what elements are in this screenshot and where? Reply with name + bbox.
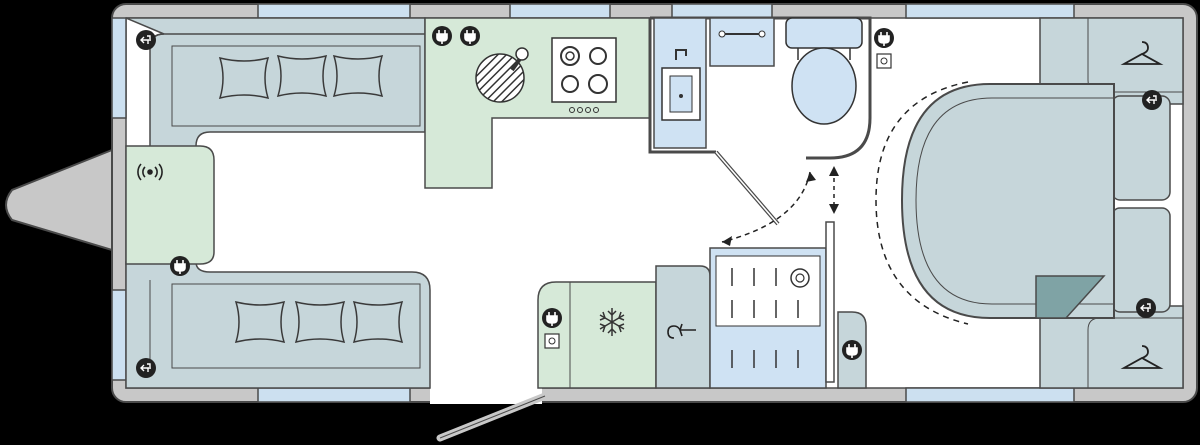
front-lounge [125, 17, 431, 389]
bed-fold-corner [1035, 275, 1106, 319]
toilet-icon [785, 17, 863, 125]
kitchen [424, 17, 651, 189]
fridge-snowflake-icon [599, 308, 625, 336]
wardrobe-centre [655, 265, 711, 389]
lower-units [537, 221, 867, 389]
window [257, 3, 411, 19]
island-bed [900, 83, 1115, 319]
wardrobe-hanger-icon [667, 323, 696, 339]
wardrobe-right-top [1039, 17, 1184, 105]
mains-socket-icon [169, 255, 191, 277]
front-chest [125, 145, 215, 265]
cushion-icon [333, 55, 383, 97]
window [111, 17, 127, 119]
bedside-cabinet [1111, 95, 1171, 201]
bedside-cabinet [1111, 207, 1171, 313]
mains-socket-icon [459, 25, 481, 47]
shower-door[interactable] [825, 221, 835, 383]
round-sink-icon [475, 53, 525, 103]
washroom [648, 16, 895, 246]
door-swing-arrow-icon [721, 171, 811, 243]
tv-aerial-icon [137, 163, 163, 181]
window [257, 387, 411, 403]
heater-control-icon [876, 53, 892, 69]
hob-icon [551, 37, 617, 113]
upper-sofa [125, 17, 426, 149]
island-bed-area [875, 17, 1184, 389]
cushion-icon [235, 301, 285, 343]
entrance-door-gap [430, 386, 542, 404]
mains-socket-icon [873, 27, 895, 49]
cushion-icon [353, 301, 403, 343]
a-frame-hitch [5, 148, 113, 252]
window [905, 387, 1075, 403]
usb-socket-icon [135, 357, 157, 379]
cushion-icon [295, 301, 345, 343]
usb-socket-icon [1141, 89, 1163, 111]
heater-control-icon [544, 333, 560, 349]
window [671, 3, 773, 19]
windows-top [111, 3, 1075, 381]
usb-socket-icon [135, 29, 157, 51]
window [905, 3, 1075, 19]
window [509, 3, 611, 19]
cushion-icon [277, 55, 327, 97]
window [111, 289, 127, 381]
cushion-icon [219, 57, 269, 99]
windows-bottom [257, 387, 1075, 403]
shower-step [715, 255, 821, 327]
mains-socket-icon [431, 25, 453, 47]
washroom-cabinet [709, 17, 775, 67]
shower-drain-icon [790, 268, 810, 288]
mains-socket-icon [541, 307, 563, 329]
usb-socket-icon [1135, 297, 1157, 319]
mains-socket-icon [841, 339, 863, 361]
